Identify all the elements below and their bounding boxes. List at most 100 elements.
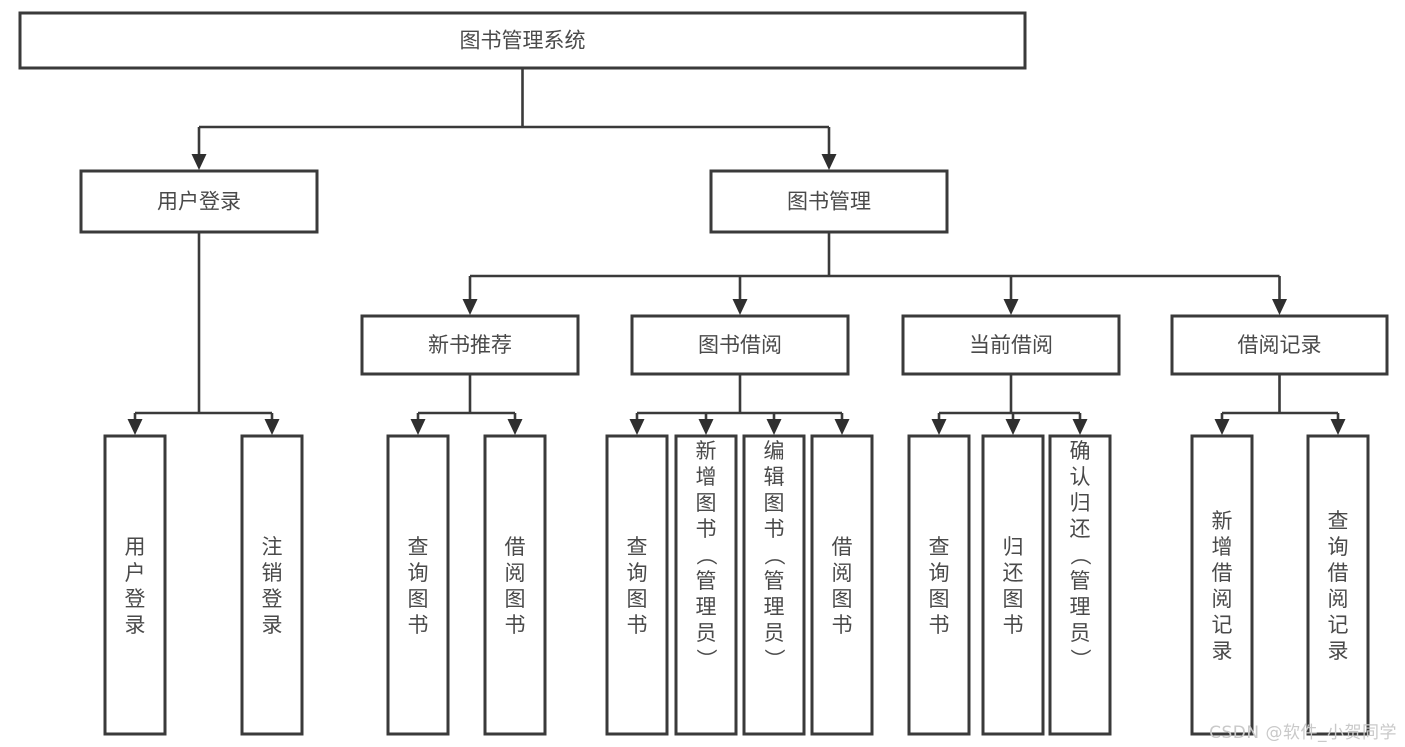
node-root[interactable]: 图书管理系统	[18, 11, 1027, 70]
node-label-borrow-record: 借阅记录	[1238, 333, 1322, 357]
node-label-char-leaf-borrow-book: 书	[832, 613, 853, 637]
node-label-char-leaf-return-book: 书	[1003, 613, 1024, 637]
node-label-char-leaf-user-login: 录	[125, 613, 146, 637]
node-label-char-leaf-query-book-current: 询	[929, 561, 950, 585]
node-box-leaf-query-book-current	[907, 434, 971, 736]
node-label-char-leaf-edit-book-admin: 管	[764, 569, 785, 593]
arrow-head-book-borrow-1	[698, 419, 714, 435]
node-label-user-login: 用户登录	[157, 190, 241, 214]
node-user-login[interactable]: 用户登录	[79, 169, 319, 234]
node-label-char-leaf-return-book: 归	[1003, 535, 1024, 559]
arrow-head-new-book-recommend-1	[507, 419, 523, 435]
node-label-char-leaf-query-borrow-record: 询	[1328, 535, 1349, 559]
node-label-char-leaf-edit-book-admin: 图	[764, 491, 785, 515]
node-label-char-leaf-user-logout: 注	[262, 535, 283, 559]
node-label-char-leaf-add-borrow-record: 新	[1212, 509, 1233, 533]
node-label-char-leaf-add-book-admin: 图	[696, 491, 717, 515]
node-label-char-leaf-add-book-admin: 管	[696, 569, 717, 593]
node-label-char-leaf-add-book-admin: 新	[696, 439, 717, 463]
node-label-char-leaf-query-book-borrow: 询	[627, 561, 648, 585]
node-new-book-recommend[interactable]: 新书推荐	[360, 314, 580, 376]
node-label-char-leaf-confirm-return-admin: 还	[1070, 517, 1091, 541]
node-label-char-leaf-query-borrow-record: 录	[1328, 639, 1349, 663]
arrow-head-book-borrow-3	[834, 419, 850, 435]
node-label-char-leaf-user-login: 登	[125, 587, 146, 611]
node-label-char-leaf-edit-book-admin: 书	[764, 517, 785, 541]
node-box-borrow-record	[1170, 314, 1389, 376]
node-label-char-leaf-add-borrow-record: 记	[1212, 613, 1233, 637]
node-book-borrow[interactable]: 图书借阅	[630, 314, 850, 376]
edge-group-user-login	[127, 232, 280, 435]
node-label-char-leaf-query-book-borrow: 图	[627, 587, 648, 611]
node-label-char-leaf-add-book-admin: 增	[696, 465, 717, 489]
node-box-current-borrow	[901, 314, 1121, 376]
node-label-new-book-recommend: 新书推荐	[428, 333, 512, 357]
node-box-leaf-borrow-book-rec	[483, 434, 547, 736]
node-label-char-leaf-query-book-rec: 图	[408, 587, 429, 611]
node-box-leaf-add-book-admin	[674, 434, 738, 736]
node-label-char-leaf-add-borrow-record: 增	[1212, 535, 1233, 559]
node-box-leaf-add-borrow-record	[1190, 434, 1254, 736]
node-label-char-leaf-user-login: 用	[125, 535, 146, 559]
node-borrow-record[interactable]: 借阅记录	[1170, 314, 1389, 376]
node-label-book-manage: 图书管理	[787, 190, 871, 214]
node-box-leaf-query-book-borrow	[605, 434, 669, 736]
node-label-char-leaf-confirm-return-admin: 管	[1070, 569, 1091, 593]
node-label-char-leaf-edit-book-admin: 辑	[764, 465, 785, 489]
arrow-head-current-borrow-2	[1072, 419, 1088, 435]
node-label-char-leaf-borrow-book-rec: 书	[505, 613, 526, 637]
arrow-head-book-manage-0	[462, 299, 478, 315]
node-label-char-leaf-borrow-book-rec: 图	[505, 587, 526, 611]
node-label-char-leaf-add-book-admin: 员	[696, 621, 717, 645]
arrow-head-borrow-record-1	[1330, 419, 1346, 435]
edge-group-root	[191, 68, 837, 170]
node-box-leaf-user-login	[103, 434, 167, 736]
arrow-head-book-manage-1	[732, 299, 748, 315]
node-label-char-leaf-borrow-book: 图	[832, 587, 853, 611]
node-label-char-leaf-query-book-rec: 查	[408, 535, 429, 559]
node-label-char-leaf-borrow-book: 借	[832, 535, 853, 559]
node-label-char-leaf-query-borrow-record: 阅	[1328, 587, 1349, 611]
node-label-char-leaf-query-borrow-record: 记	[1328, 613, 1349, 637]
connector-layer	[127, 68, 1346, 435]
node-box-book-borrow	[630, 314, 850, 376]
node-leaf-user-login[interactable]: 用户登录	[103, 434, 167, 736]
node-label-char-leaf-user-logout: 销	[262, 561, 283, 585]
node-label-char-leaf-add-book-admin: 书	[696, 517, 717, 541]
node-label-char-leaf-query-book-current: 图	[929, 587, 950, 611]
node-label-char-leaf-borrow-book: 阅	[832, 561, 853, 585]
edge-group-book-borrow	[629, 374, 850, 435]
arrow-head-root-1	[821, 154, 837, 170]
arrow-head-borrow-record-0	[1214, 419, 1230, 435]
node-label-char-leaf-query-borrow-record: 查	[1328, 509, 1349, 533]
node-label-char-leaf-query-book-current: 书	[929, 613, 950, 637]
node-label-char-leaf-return-book: 还	[1003, 561, 1024, 585]
node-current-borrow[interactable]: 当前借阅	[901, 314, 1121, 376]
node-label-char-leaf-borrow-book-rec: 借	[505, 535, 526, 559]
node-label-char-leaf-return-book: 图	[1003, 587, 1024, 611]
node-label-book-borrow: 图书借阅	[698, 333, 782, 357]
arrow-head-user-login-0	[127, 419, 143, 435]
arrow-head-book-manage-3	[1272, 299, 1287, 315]
node-label-char-leaf-edit-book-admin: （	[762, 545, 786, 566]
arrow-head-new-book-recommend-0	[410, 419, 426, 435]
node-label-char-leaf-edit-book-admin: 员	[764, 621, 785, 645]
edge-group-book-manage	[462, 232, 1287, 315]
node-box-leaf-query-borrow-record	[1306, 434, 1370, 736]
node-box-leaf-return-book	[981, 434, 1045, 736]
node-label-char-leaf-add-book-admin: （	[694, 545, 718, 566]
node-book-manage[interactable]: 图书管理	[709, 169, 949, 234]
